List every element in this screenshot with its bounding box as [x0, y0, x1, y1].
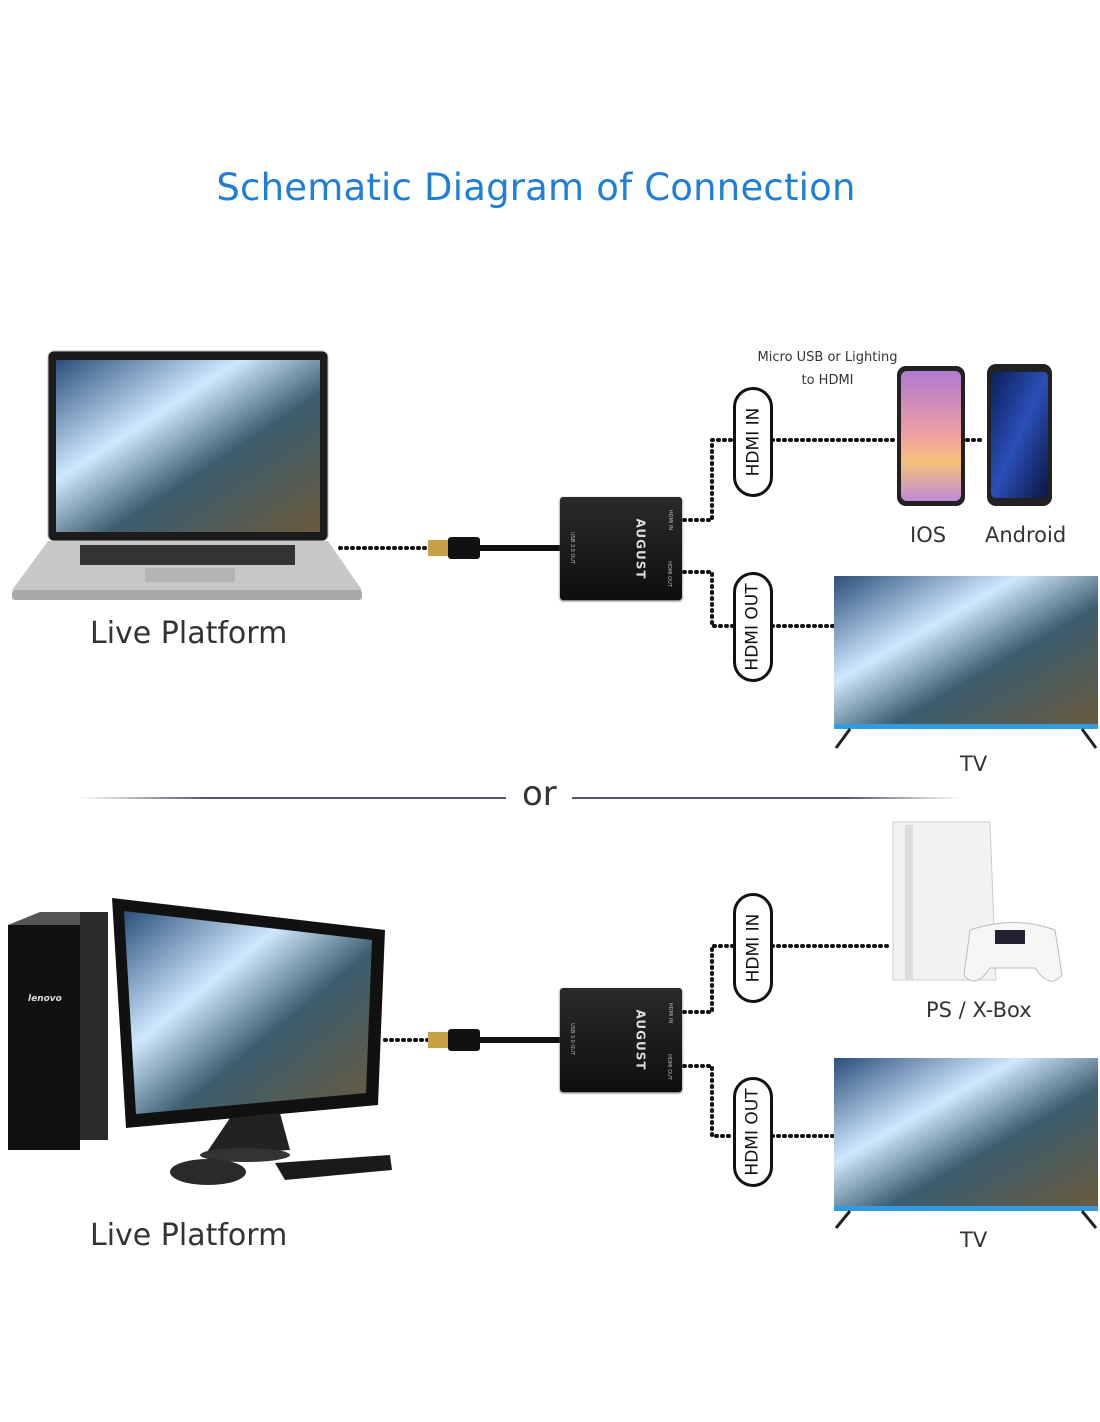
console-label: PS / X-Box [926, 998, 1032, 1022]
laptop-image [12, 350, 362, 600]
tv-label-bottom: TV [960, 1228, 988, 1252]
or-separator: or [522, 774, 557, 814]
tv-label-top: TV [960, 752, 988, 776]
adapter-port-in: HDMI IN [667, 1002, 674, 1024]
adapter-port-in: HDMI IN [667, 509, 674, 531]
note-line-2: to HDMI [801, 373, 854, 388]
divider-left [80, 797, 506, 799]
adapter-port-usb: USB 3.0 OUT [569, 1022, 576, 1056]
usb-cable-bottom [428, 1029, 560, 1051]
hdmi-out-badge-bottom: HDMI OUT [733, 1077, 773, 1187]
hdmi-in-badge-bottom: HDMI IN [733, 893, 773, 1003]
live-platform-label-bottom: Live Platform [90, 1218, 288, 1253]
ios-phone-image [897, 366, 965, 506]
hdmi-out-badge-top: HDMI OUT [733, 572, 773, 682]
adapter-port-out: HDMI OUT [665, 561, 672, 587]
adapter-brand: AUGUST [633, 1009, 648, 1071]
pc-brand-logo: lenovo [28, 994, 62, 1004]
page-title: Schematic Diagram of Connection [216, 166, 856, 209]
adapter-note: Micro USB or Lighting to HDMI [745, 346, 910, 392]
hdmi-in-badge-top: HDMI IN [733, 387, 773, 497]
ios-label: IOS [910, 523, 947, 547]
tv-image-bottom [834, 1058, 1098, 1229]
hdmi-adapter-bottom: AUGUST USB 3.0 OUT HDMI IN HDMI OUT [560, 988, 682, 1092]
adapter-port-out: HDMI OUT [665, 1054, 672, 1080]
console-image [892, 821, 1063, 982]
android-phone-image [987, 364, 1052, 506]
note-line-1: Micro USB or Lighting [757, 350, 898, 365]
live-platform-label-top: Live Platform [90, 616, 288, 651]
adapter-port-usb: USB 3.0 OUT [569, 531, 576, 565]
divider-right [572, 797, 962, 799]
desktop-pc-image [8, 898, 392, 1185]
tv-image-top [834, 576, 1098, 749]
android-label: Android [985, 523, 1067, 547]
hdmi-adapter-top: AUGUST USB 3.0 OUT HDMI IN HDMI OUT [560, 497, 682, 600]
adapter-brand: AUGUST [633, 517, 648, 580]
usb-cable-top [428, 537, 560, 559]
